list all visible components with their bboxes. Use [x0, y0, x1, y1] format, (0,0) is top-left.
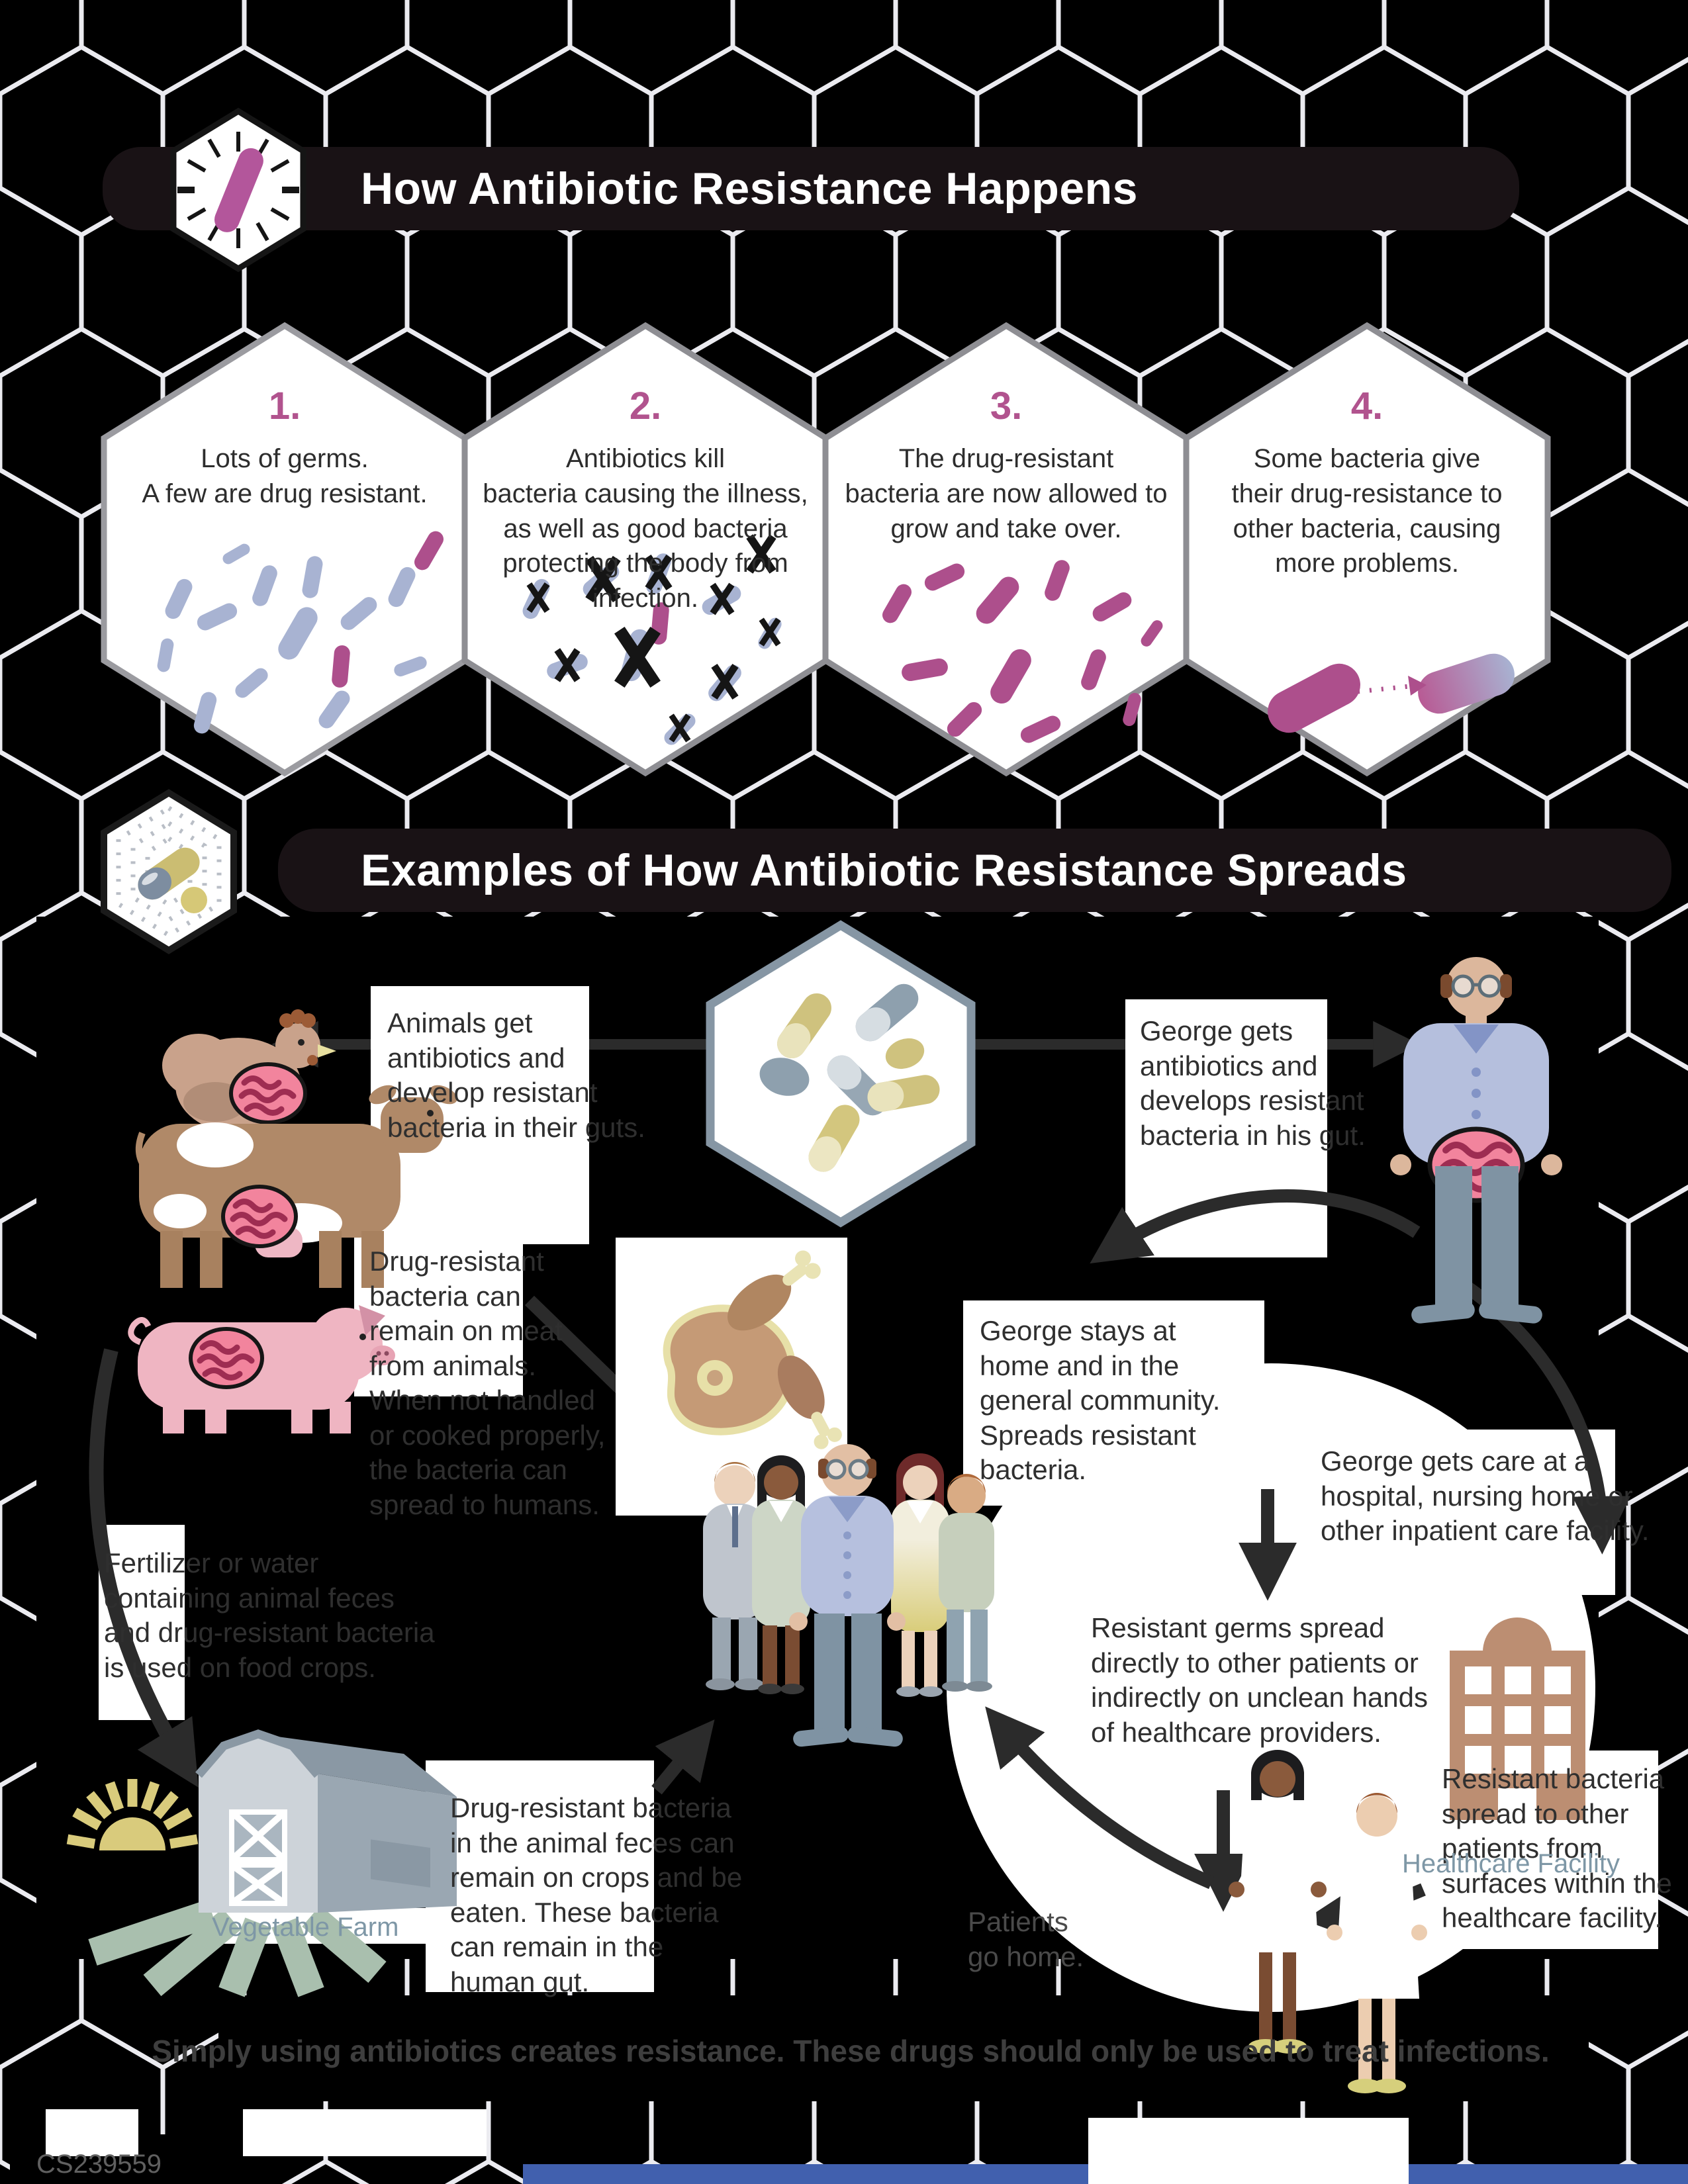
- gene-transfer-germs: [1268, 653, 1515, 733]
- healthcare-building-icon: [1450, 1617, 1585, 1820]
- step-text: Antibiotics kill bacteria causing the il…: [483, 444, 808, 614]
- george-home-text-box: [963, 1300, 1264, 1506]
- george-to-community-arrow: [1090, 1189, 1421, 1264]
- bacteria-clock-icon: [170, 107, 306, 273]
- step-hexagon-4: 4. Some bacteria give their drug-resista…: [1182, 321, 1552, 778]
- farm-animals-icon: [128, 1009, 457, 1433]
- pill-hexagon-icon: [101, 789, 237, 954]
- crops-text: Drug-resistant bacteria in the animal fe…: [450, 1792, 743, 1997]
- george-in-crowd: [789, 1444, 906, 1747]
- patients-go-home-arrow: [985, 1706, 1214, 1889]
- step-number: 1.: [268, 385, 301, 428]
- vegetable-farm-label: Vegetable Farm: [212, 1913, 399, 1942]
- step-number: 2.: [629, 385, 662, 428]
- cow-icon: [135, 1085, 457, 1288]
- artifact-box-1: [46, 2109, 138, 2156]
- drumstick: [777, 1355, 842, 1449]
- meat-icon: [663, 1250, 842, 1449]
- animals-text: Animals get antibiotics and develop resi…: [387, 1007, 645, 1143]
- step-text: Some bacteria give their drug-resistance…: [1231, 444, 1503, 578]
- ham: [663, 1304, 796, 1435]
- step-number: 4.: [1350, 385, 1383, 428]
- artifact-box-3: [1088, 2118, 1409, 2184]
- header2-bar: Examples of How Antibiotic Resistance Sp…: [278, 829, 1671, 912]
- step-hexagon-3: 3. The drug-resistant bacteria are now a…: [821, 321, 1192, 778]
- fertilizer-text: Fertilizer or water containing animal fe…: [104, 1547, 435, 1683]
- step-hexagon-1: 1. Lots of germs. A few are drug resista…: [99, 321, 470, 778]
- crops-text-box: [426, 1760, 654, 1992]
- meat-text: Drug-resistant bacteria can remain on me…: [369, 1246, 606, 1520]
- document-code: CS239559: [36, 2150, 162, 2179]
- cream-woman: [891, 1453, 949, 1697]
- footer-tagline: Simply using antibiotics creates resista…: [152, 2034, 1550, 2068]
- germs-spread-text: Resistant germs spread directly to other…: [1091, 1612, 1429, 1748]
- header1-title: How Antibiotic Resistance Happens: [361, 163, 1138, 214]
- step-text: The drug-resistant bacteria are now allo…: [845, 444, 1168, 543]
- patient-woman: [1229, 1750, 1327, 2054]
- surfaces-text: Resistant bacteria spread to other patie…: [1442, 1763, 1672, 1933]
- george-care-text: George gets care at a hospital, nursing …: [1321, 1445, 1650, 1546]
- pills: [759, 983, 940, 1172]
- george-text: George gets antibiotics and develops res…: [1140, 1015, 1366, 1151]
- field-rows: [88, 1899, 387, 1997]
- sun-icon: [66, 1779, 199, 1850]
- community-crowd-icon: [703, 1444, 994, 1747]
- antibiotic-pills-hexagon-icon: [706, 920, 976, 1228]
- patient-man: [1327, 1793, 1427, 2093]
- vegetable-farm-icon: [66, 1729, 457, 1997]
- crops-to-people-arrow: [651, 1719, 715, 1795]
- george-text-box: [1125, 999, 1327, 1257]
- healthcare-label-box: [1390, 1844, 1602, 1882]
- drumstick: [727, 1250, 821, 1331]
- header1-bar: How Antibiotic Resistance Happens: [103, 147, 1519, 230]
- healthcare-facility-label: Healthcare Facility: [1402, 1849, 1620, 1878]
- step-number: 3.: [990, 385, 1023, 428]
- header2-title: Examples of How Antibiotic Resistance Sp…: [361, 845, 1407, 895]
- barn-icon: [195, 1729, 457, 1913]
- step-text: Lots of germs. A few are drug resistant.: [142, 444, 428, 508]
- green-shirt-man: [939, 1474, 994, 1692]
- pig-icon: [128, 1305, 395, 1433]
- george-figure: [1390, 957, 1562, 1324]
- community-to-farm-arc: [89, 1348, 199, 1788]
- george-home-text: George stays at home and in the general …: [980, 1315, 1221, 1485]
- patients-home-text: Patients go home.: [968, 1906, 1084, 1972]
- suit-man: [703, 1462, 767, 1690]
- darkskin-woman: [752, 1455, 810, 1694]
- patients-icon: [1229, 1750, 1427, 2093]
- george-care-text-box: [1297, 1430, 1615, 1595]
- artifact-box-2: [243, 2109, 487, 2156]
